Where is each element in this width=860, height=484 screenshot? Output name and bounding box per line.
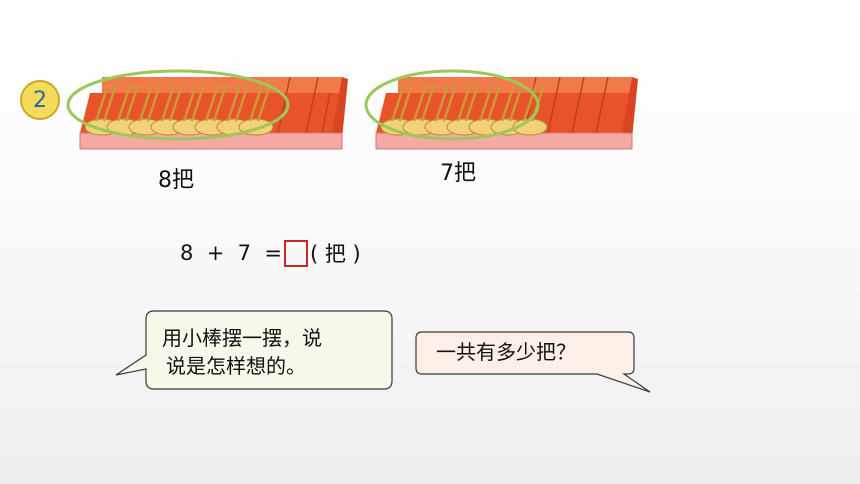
grouping-ellipse [364,69,540,141]
equation-unit: ( 把 ) [309,242,361,266]
speech-bubble-right [415,331,651,393]
tray-2-count-label: 7把 [440,161,476,186]
tray-1-count-label: 8把 [158,168,194,193]
bubble-left-line1: 用小棒摆一摆，说 [162,326,322,350]
question-number: 2 [33,87,47,113]
equation: 8 + 7 = ( 把 ) [180,238,361,268]
tray-7-forks [364,69,638,150]
equation-left: 8 + 7 = [180,241,282,265]
forks-group [84,84,274,136]
answer-box[interactable] [283,239,308,267]
speech-bubble-left [115,310,393,390]
bubble-left-text: 用小棒摆一摆，说 说是怎样想的。 [162,324,322,380]
tray-8-forks [66,69,348,150]
grouping-ellipse [66,69,290,141]
bubble-left-line2: 说是怎样想的。 [166,354,306,378]
question-number-badge: 2 [20,80,60,120]
bubble-right-text: 一共有多少把？ [436,340,576,364]
